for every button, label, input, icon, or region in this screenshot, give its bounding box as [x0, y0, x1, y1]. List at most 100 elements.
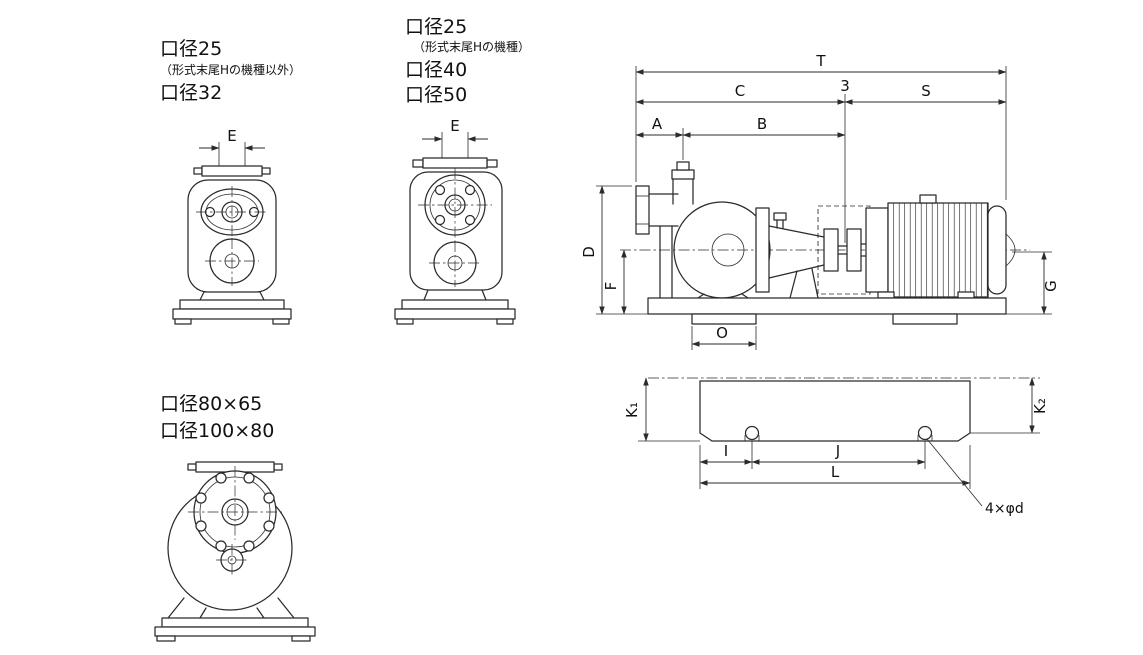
base-upper [401, 299, 509, 310]
view-title-bore25h: 口径25 [405, 16, 467, 38]
bracket-support [811, 268, 819, 299]
bolt-hole [195, 492, 207, 504]
dimension-label-i: I [724, 442, 728, 460]
base-lower [154, 626, 316, 637]
view-title-bore50: 口径50 [405, 84, 467, 106]
dimension-label-t: T [815, 52, 826, 70]
bolt-hole [215, 540, 227, 552]
dimension-e-mid: E [422, 117, 488, 158]
base-plan-drawing [699, 380, 971, 442]
support-brace [256, 607, 265, 619]
motor-rear-endbell [987, 205, 1007, 295]
view-title-bore40: 口径40 [405, 59, 467, 81]
flange-tab [412, 159, 424, 168]
casing-foot [741, 293, 749, 299]
motor-front-endbell [865, 207, 889, 293]
pedestal [481, 289, 487, 301]
motor-lifting-lug [919, 194, 937, 204]
dimension-label-s: S [921, 82, 931, 100]
support-brace [167, 597, 185, 619]
plan-view-dimensions: K₁ K₂ I J L 4×φd [623, 377, 1049, 517]
bolt-callout-label: 4×φd [985, 501, 1024, 517]
base-lower [172, 308, 292, 320]
coupling-hub-pump [823, 228, 839, 272]
view-title-bore32: 口径32 [160, 82, 222, 104]
pump-front-large-drawing [154, 461, 316, 642]
dimension-e-small: E [199, 127, 265, 166]
view-front-mid: 口径25 （形式末尾Hの機種） 口径40 口径50 E [394, 16, 530, 325]
pedestal [423, 289, 429, 301]
top-flange-plate [422, 157, 488, 169]
bolt-hole [434, 184, 446, 196]
foot [156, 635, 176, 642]
top-flange-plate [201, 165, 263, 177]
dimension-label-d: D [580, 246, 598, 258]
flange-tab [486, 159, 498, 168]
base-pad-motor-side [892, 313, 958, 325]
bolt-hole [243, 472, 255, 484]
bolt-hole [243, 540, 255, 552]
suction-flange [635, 185, 650, 235]
foot [396, 318, 414, 325]
casing-cover [755, 207, 770, 293]
motor-foot [877, 291, 895, 299]
view-title-bore25: 口径25 [160, 38, 222, 60]
dimension-label-3: 3 [840, 77, 850, 95]
anchor-bolt-hole [917, 425, 933, 441]
seal-hub [711, 233, 745, 267]
foot [272, 318, 290, 325]
bolt-callout-leader [926, 438, 983, 507]
shaft-end-cover [1005, 233, 1016, 267]
dimension-label-c: C [735, 82, 745, 100]
flange-tab [273, 463, 283, 471]
support-brace [199, 607, 207, 619]
dimension-label-k1: K₁ [623, 402, 641, 418]
base-lower [394, 308, 516, 320]
pedestal [259, 291, 265, 301]
flange-tab [193, 167, 203, 175]
dimension-label-a: A [652, 115, 663, 133]
flange-tab [261, 167, 271, 175]
bolt-hole [464, 184, 476, 196]
view-title-bore100x80: 口径100×80 [160, 420, 274, 442]
vent-plug [773, 212, 787, 221]
dimension-label-b: B [757, 115, 767, 133]
pump-front-small-drawing [172, 165, 292, 325]
view-front-small: 口径25 （形式末尾Hの機種以外） 口径32 E [160, 38, 301, 325]
view-note-non-h-models: （形式末尾Hの機種以外） [160, 62, 301, 77]
priming-plug-cap [676, 161, 690, 171]
view-side: T C 3 S A B D F G [580, 52, 1060, 350]
dimension-label-k2: K₂ [1031, 398, 1049, 414]
priming-plug [671, 169, 695, 180]
dimension-label-g: G [1042, 280, 1060, 292]
foot [174, 318, 192, 325]
dimension-label-e: E [227, 127, 236, 145]
bolt-hole [434, 214, 446, 226]
bolt-hole [263, 492, 275, 504]
pedestal [199, 291, 205, 301]
support-brace [277, 597, 295, 619]
bolt-hole [195, 520, 207, 532]
casing-foot [697, 293, 705, 299]
foot [291, 635, 311, 642]
dimension-label-o: O [716, 324, 728, 342]
view-plan-base: K₁ K₂ I J L 4×φd [623, 377, 1049, 517]
base-frame [647, 297, 1007, 315]
anchor-bolt-hole [744, 425, 760, 441]
bracket-top [768, 225, 825, 238]
dimension-label-f: F [602, 282, 620, 291]
base-plate-outline [699, 380, 971, 442]
base-upper [161, 617, 309, 628]
motor-fins [888, 203, 988, 297]
view-note-h-models: （形式末尾Hの機種） [413, 39, 530, 54]
foot [496, 318, 514, 325]
coupling-hub-motor [846, 228, 862, 272]
bolt-hole [215, 472, 227, 484]
pump-side-drawing [635, 161, 1016, 325]
bolt-hole [464, 214, 476, 226]
pump-front-mid-drawing [394, 157, 516, 325]
base-upper [179, 299, 285, 310]
view-front-large: 口径80×65 口径100×80 [154, 393, 316, 642]
